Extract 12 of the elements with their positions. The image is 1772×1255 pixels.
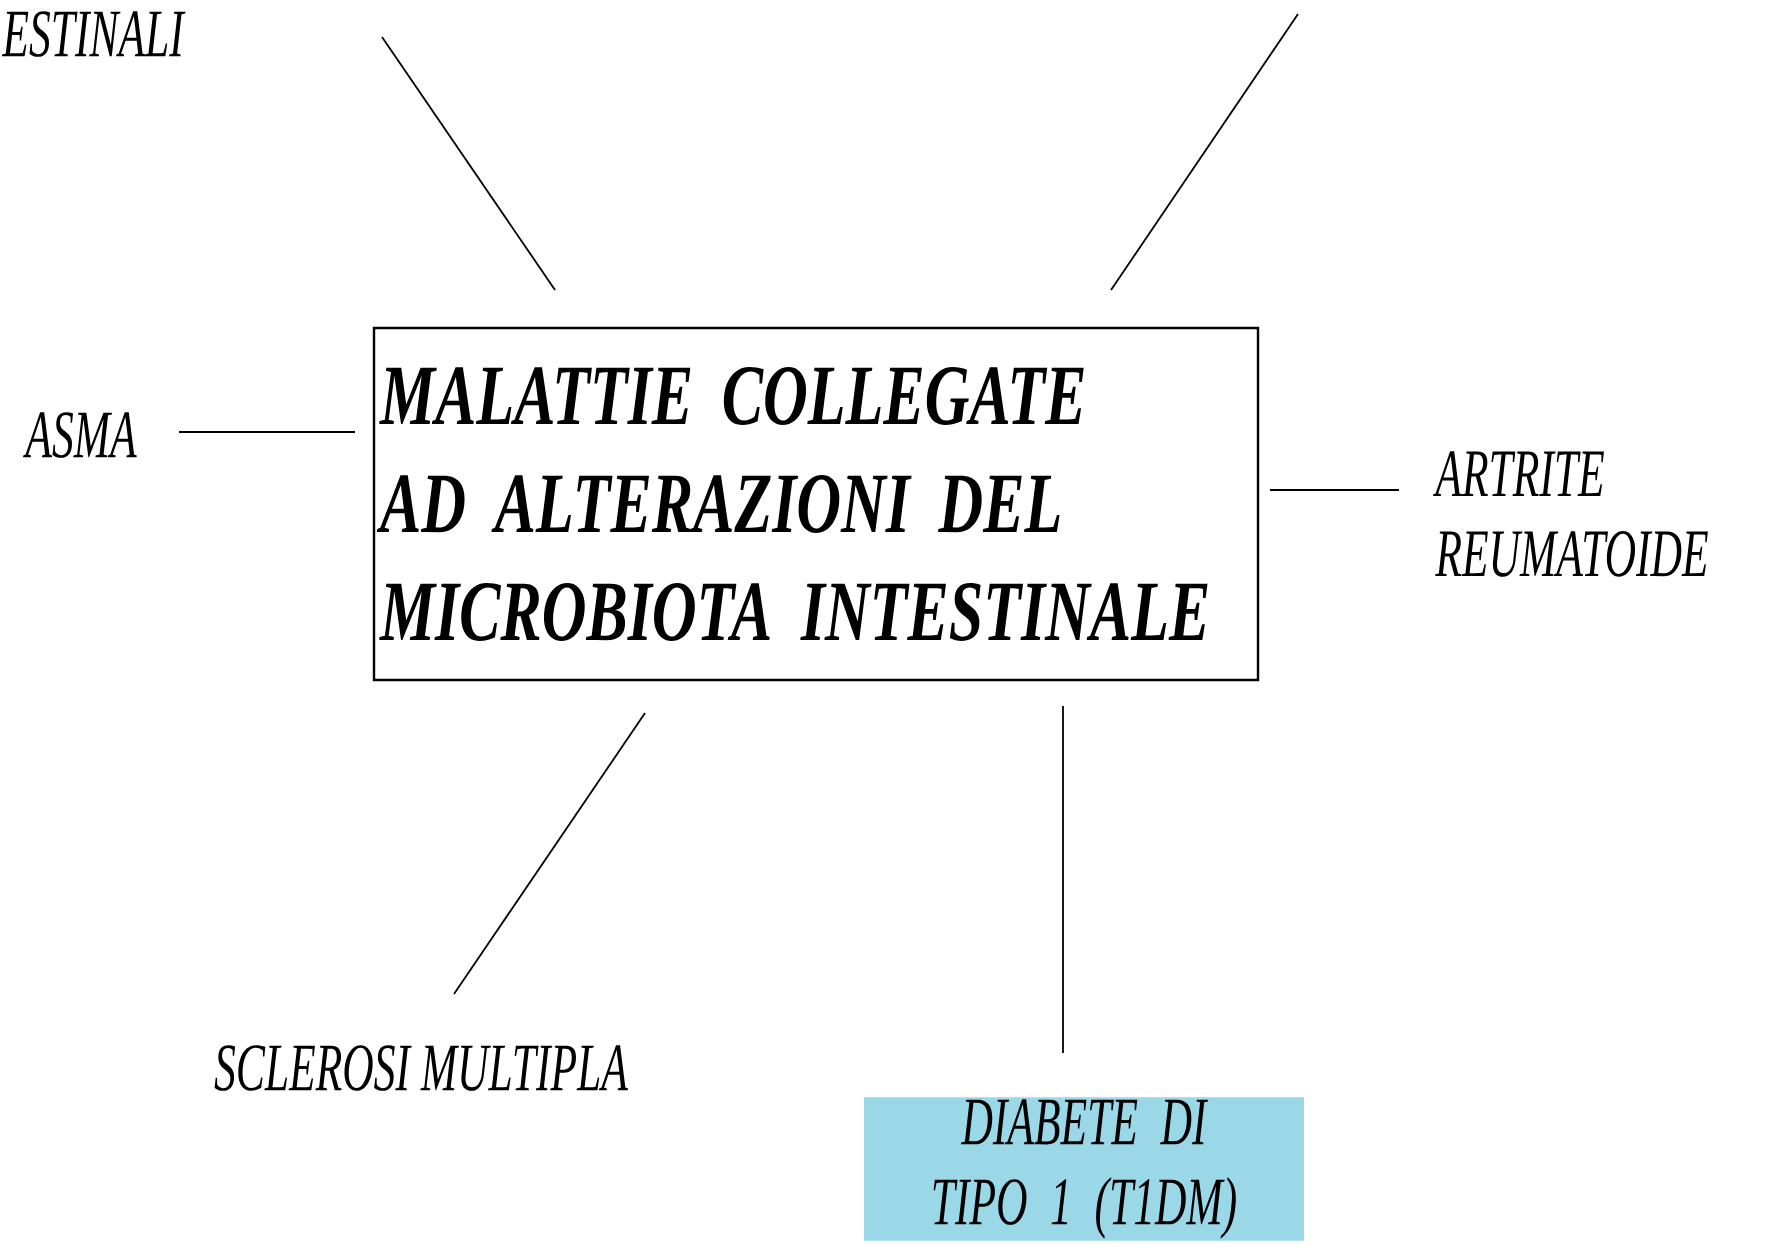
connector-line	[453, 712, 646, 995]
disease-label: SCLEROSI MULTIPLA	[214, 1045, 629, 1091]
disease-label: ARTRITE REUMATOIDE	[1433, 451, 1708, 577]
connector-line	[178, 431, 356, 433]
connector-line	[1062, 705, 1064, 1054]
connector-line	[381, 36, 556, 291]
highlighted-label: DIABETE DI TIPO 1 (T1DM)	[864, 1097, 1304, 1241]
connector-line	[1269, 489, 1400, 491]
title-box: MALATTIE COLLEGATE AD ALTERAZIONI DEL MICROBIOTA INTESTINALE	[372, 326, 1260, 682]
connector-line	[1110, 13, 1299, 291]
disease-label: ESTINALI	[1, 11, 186, 57]
disease-label: ASMA	[23, 412, 137, 458]
